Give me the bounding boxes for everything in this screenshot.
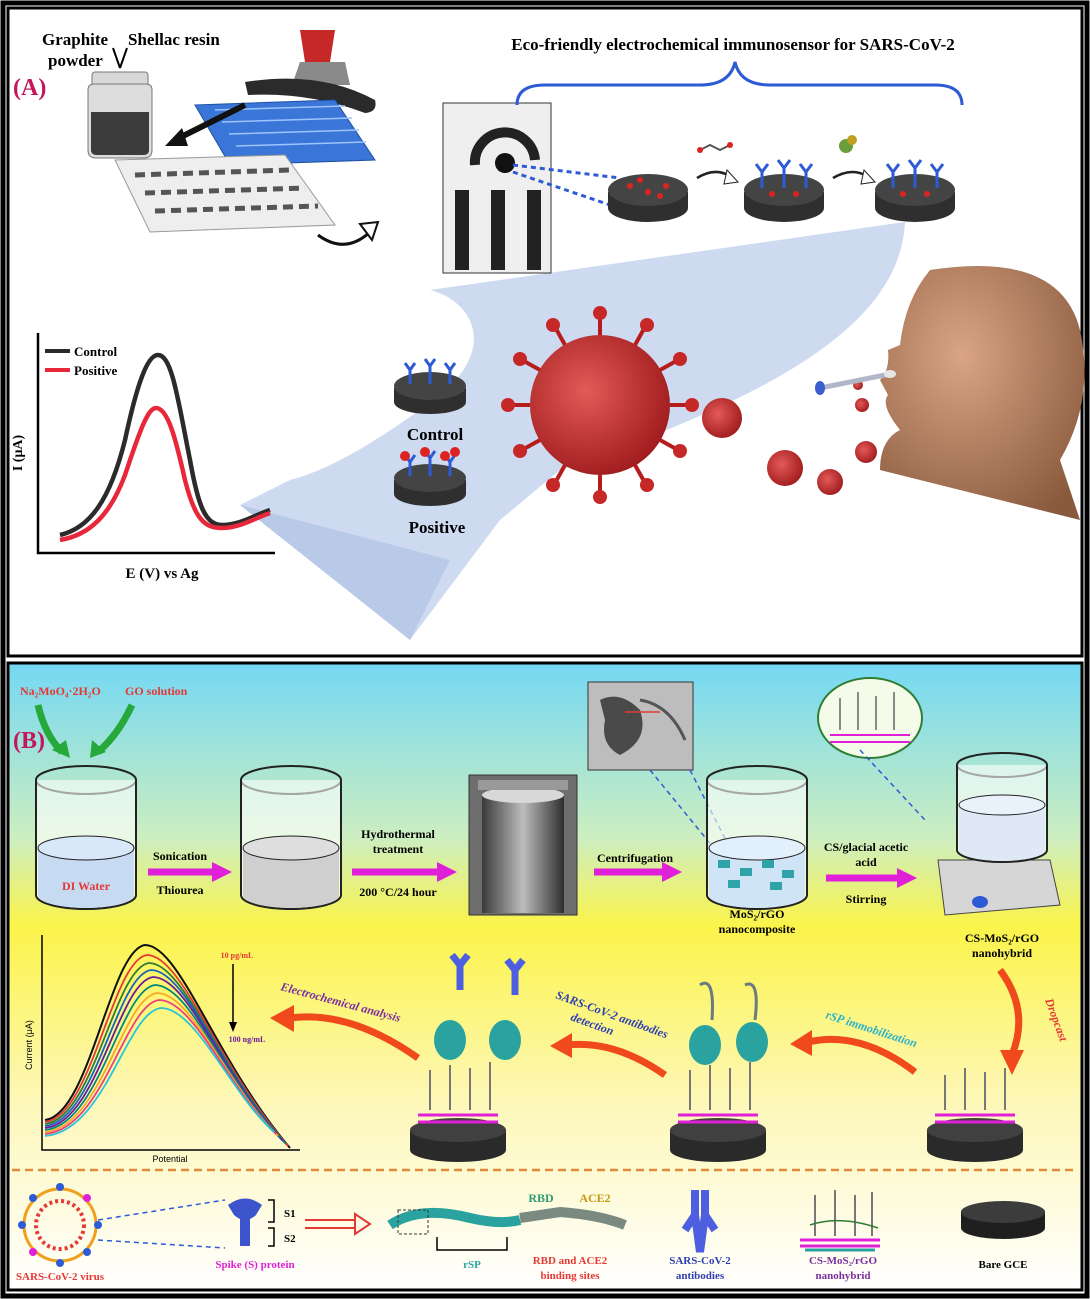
disc-control [394, 358, 466, 414]
legend-nanohybrid-icon [800, 1190, 880, 1252]
autoclave-photo [468, 774, 578, 916]
thiourea-label: Thiourea [156, 883, 203, 897]
voltammogram-b-axes [41, 935, 300, 1151]
legend-hybrid-label-2: nanohybrid [815, 1270, 870, 1282]
molecule-icon [697, 142, 733, 153]
electrode-sheet-icon [114, 154, 336, 233]
swab-icon [815, 370, 896, 395]
legend-antibodies-label-2: antibodies [676, 1270, 725, 1282]
beaker-di-water [35, 765, 137, 910]
screen-mesh-icon [194, 99, 376, 166]
cs-hybrid-label-1: CS-MoS₂/rGO [965, 931, 1039, 945]
protein-icon [839, 135, 857, 153]
virus-large-icon [501, 306, 699, 504]
legend-s1-label: S1 [284, 1208, 296, 1220]
control-curve [59, 352, 271, 538]
panel-b-letter: (B) [13, 728, 45, 754]
legend-rbd-sites-label-2: binding sites [541, 1270, 601, 1282]
shellac-label: Shellac resin [128, 30, 220, 49]
panel-a: Graphite powder Shellac resin (A) [6, 6, 1085, 658]
panel-a-title: Eco-friendly electrochemical immunosenso… [511, 35, 955, 54]
go-label: GO solution [125, 684, 188, 698]
legend-bare-label: Bare GCE [979, 1259, 1028, 1271]
electrode-coated [927, 1068, 1023, 1162]
legend-antibody-icon [681, 1190, 719, 1253]
na-label: Na₂MoO₄·2H₂O [20, 684, 101, 698]
hydro-label-1: Hydrothermal [361, 827, 435, 841]
arrow-head-shape [240, 505, 450, 640]
nanohybrid-inset [817, 677, 923, 759]
voltammogram-a-axes [36, 333, 275, 555]
legend-s2-label: S2 [284, 1233, 296, 1245]
x-axis-label-a: E (V) vs Ag [126, 566, 199, 582]
cs-acid-label-1: CS/glacial acetic [824, 840, 909, 854]
panel-a-letter: (A) [13, 75, 46, 101]
electrode-rsp [670, 981, 768, 1162]
legend-control-text: Control [74, 344, 117, 359]
centrifugation-label: Centrifugation [597, 851, 673, 865]
virus-small-icons [702, 380, 877, 495]
legend-spike [228, 1198, 275, 1247]
stirrer-beaker [937, 752, 1061, 916]
positive-curve [59, 405, 271, 543]
legend-ace2-label: ACE2 [579, 1191, 610, 1205]
graphite-label: Graphite [42, 30, 109, 49]
potential-axis-label: Potential [152, 1154, 187, 1164]
electrode-antibody [410, 952, 526, 1162]
y-axis-label-a: I (μA) [11, 435, 26, 472]
printed-electrode-icon [442, 102, 552, 274]
voltammogram-b: 10 pg/mL 100 ng/mL Current (μA) Potentia… [24, 935, 300, 1164]
step-arrow-icon [173, 102, 247, 143]
stirring-label: Stirring [846, 892, 887, 906]
disc-blocked [875, 159, 955, 222]
control-label: Control [407, 425, 464, 444]
legend-rsp-structure [387, 1206, 627, 1251]
temp-label: 200 °C/24 hour [359, 885, 437, 899]
legend-rsp-label: rSP [463, 1259, 481, 1271]
legend-bare-gce-icon [961, 1201, 1045, 1239]
mos2-label-1: MoS₂/rGO [730, 907, 785, 921]
legend-positive-text: Positive [74, 363, 118, 378]
legend-antibodies-label-1: SARS-CoV-2 [669, 1255, 731, 1267]
disc-positive [394, 447, 466, 506]
bracket-shape [515, 61, 964, 106]
arrow-dropcast-icon [997, 967, 1023, 1057]
cs-acid-label-2: acid [855, 855, 877, 869]
sonication-label: Sonication [153, 849, 207, 863]
conc-high-label: 10 pg/mL [221, 951, 254, 960]
legend-virus [18, 1183, 102, 1267]
legend-rbd-sites-label-1: RBD and ACE2 [533, 1255, 608, 1267]
legend-hybrid-label-1: CS-MoS₂/rGO [809, 1255, 878, 1267]
curve-arrow-icon [317, 230, 372, 246]
head-icon [880, 266, 1085, 520]
di-water-label: DI Water [62, 879, 111, 893]
hydro-label-2: treatment [373, 842, 423, 856]
conc-low-label: 100 ng/mL [229, 1035, 266, 1044]
powder-label: powder [48, 51, 103, 70]
zoom-lines [512, 163, 621, 207]
beaker-mos2 [706, 765, 808, 910]
beaker-mixture [240, 765, 342, 910]
cs-hybrid-label-2: nanohybrid [972, 946, 1032, 960]
voltammogram-a: Control Positive I (μA) E (V) vs Ag [11, 333, 275, 582]
arrow-electro-icon [289, 1013, 421, 1061]
mos2-label-2: nanocomposite [719, 922, 796, 936]
arrow-rsp-icon [807, 1035, 918, 1075]
positive-label: Positive [409, 518, 466, 537]
current-axis-label: Current (μA) [24, 1020, 34, 1070]
arrow-antibody-icon [567, 1040, 668, 1078]
legend-virus-label: SARS-CoV-2 virus [16, 1271, 105, 1283]
disc-bare [608, 174, 688, 222]
squeegee-icon [245, 30, 376, 113]
legend-spike-label: Spike (S) protein [215, 1259, 294, 1271]
mix-arrows-icon [112, 47, 128, 69]
jar-icon [87, 71, 153, 159]
legend-rbd-label: RBD [528, 1191, 554, 1205]
panel-b: (B) Na₂MoO₄·2H₂O GO solution DI Water So… [6, 661, 1084, 1292]
tem-inset [587, 681, 694, 771]
disc-antibody [744, 159, 824, 222]
